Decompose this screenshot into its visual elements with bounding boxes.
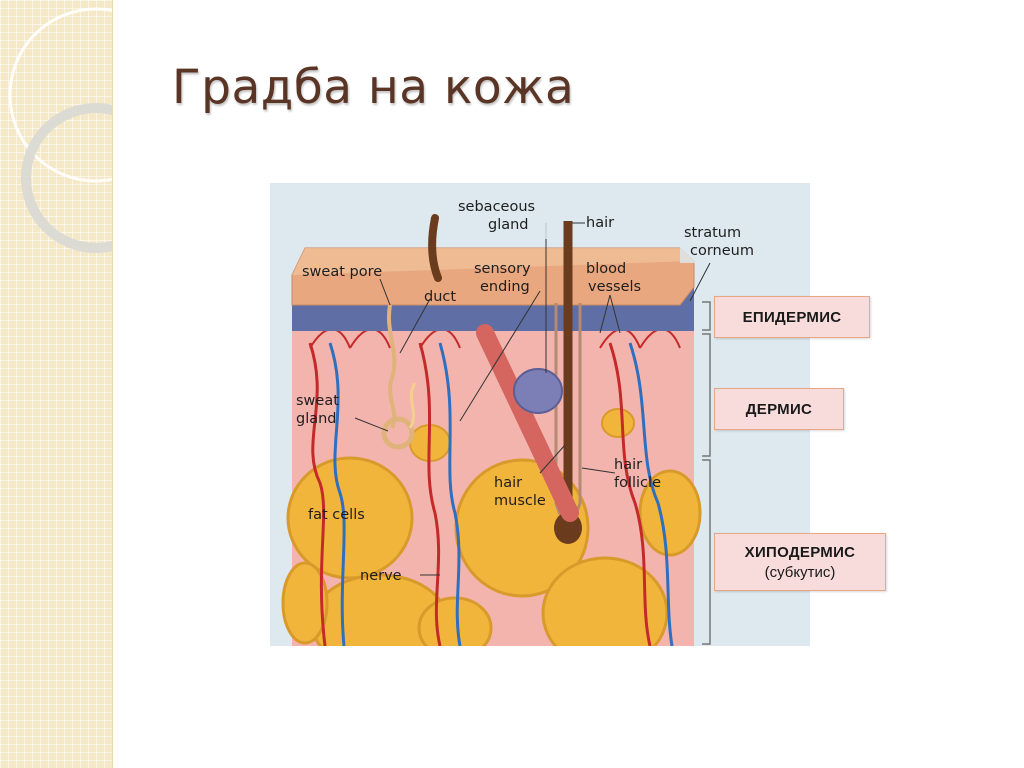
layer-brackets: [702, 301, 711, 645]
label-hair-follicle-line2: follicle: [614, 475, 661, 491]
leader-line: [399, 298, 431, 354]
leader-line: [689, 262, 711, 302]
label-sweat-gland-line2: gland: [296, 411, 337, 427]
fat-cell: [601, 408, 635, 438]
fat-cell: [286, 456, 414, 580]
leader-line: [599, 294, 611, 334]
decorative-ring-small: [21, 103, 112, 253]
artery-vessel: [418, 342, 442, 646]
layer-box-dermis: ДЕРМИС: [714, 388, 844, 430]
hair-muscle-shape: [476, 324, 579, 522]
slide-title: Градба на кожа: [172, 60, 575, 115]
layer-sublabel-hypodermis: (субкутис): [764, 563, 836, 581]
label-sensory-line2: ending: [480, 279, 530, 295]
label-blood-line1: blood: [586, 261, 626, 277]
label-stratum-line1: stratum: [684, 225, 741, 241]
vein-vessel: [438, 342, 462, 646]
label-duct: duct: [424, 289, 456, 305]
decorative-side-strip: [0, 0, 113, 768]
bracket-epidermis: [702, 301, 711, 331]
leader-line: [539, 444, 566, 474]
leader-line: [379, 278, 391, 306]
label-sebaceous-line2: gland: [488, 217, 529, 233]
vein-vessel: [628, 342, 674, 646]
layer-box-epidermis: ЕПИДЕРМИС: [714, 296, 870, 338]
layer-box-hypodermis: ХИПОДЕРМИС (субкутис): [714, 533, 886, 591]
epidermis-band: [292, 287, 694, 331]
layer-label-dermis: ДЕРМИС: [745, 400, 813, 418]
label-bg: [680, 221, 784, 263]
layer-label-epidermis: ЕПИДЕРМИС: [742, 308, 842, 326]
sebaceous-gland-shape: [513, 368, 563, 414]
artery-vessel: [608, 342, 652, 646]
artery-vessel: [308, 342, 327, 646]
label-hair-follicle-line1: hair: [614, 457, 642, 473]
label-sweat-gland-line1: sweat: [296, 393, 339, 409]
leader-line: [581, 467, 616, 474]
leader-line: [609, 294, 621, 334]
fat-cell: [417, 596, 493, 646]
fat-cell: [541, 556, 669, 646]
fat-cell: [281, 561, 329, 645]
label-bg: [454, 197, 550, 239]
sweat-duct-shape: [387, 304, 397, 429]
label-hair-muscle-line1: hair: [494, 475, 522, 491]
label-hair-muscle-line2: muscle: [494, 493, 546, 509]
label-sensory-line1: sensory: [474, 261, 531, 277]
label-blood-line2: vessels: [588, 279, 641, 295]
sensory-nerve: [408, 382, 417, 429]
sweat-gland-coil: [381, 416, 415, 450]
bracket-dermis: [702, 333, 711, 457]
label-nerve: nerve: [360, 568, 402, 584]
hair-shaft-left: [428, 214, 442, 282]
label-stratum-line2: corneum: [690, 243, 754, 259]
label-hair: hair: [586, 215, 614, 231]
skin-surface: [292, 248, 694, 275]
decorative-ring-large: [8, 7, 112, 183]
label-sebaceous-line1: sebaceous: [458, 199, 535, 215]
layer-label-hypodermis: ХИПОДЕРМИС: [744, 543, 856, 561]
leader-lines: [354, 222, 711, 576]
label-fat-cells: fat cells: [308, 507, 365, 523]
leader-line: [459, 290, 541, 422]
decorative-rings: [8, 7, 112, 253]
label-sweat-pore: sweat pore: [302, 264, 382, 280]
leader-line: [354, 417, 389, 432]
bracket-hypodermis: [702, 459, 711, 645]
vein-vessel: [328, 342, 346, 646]
